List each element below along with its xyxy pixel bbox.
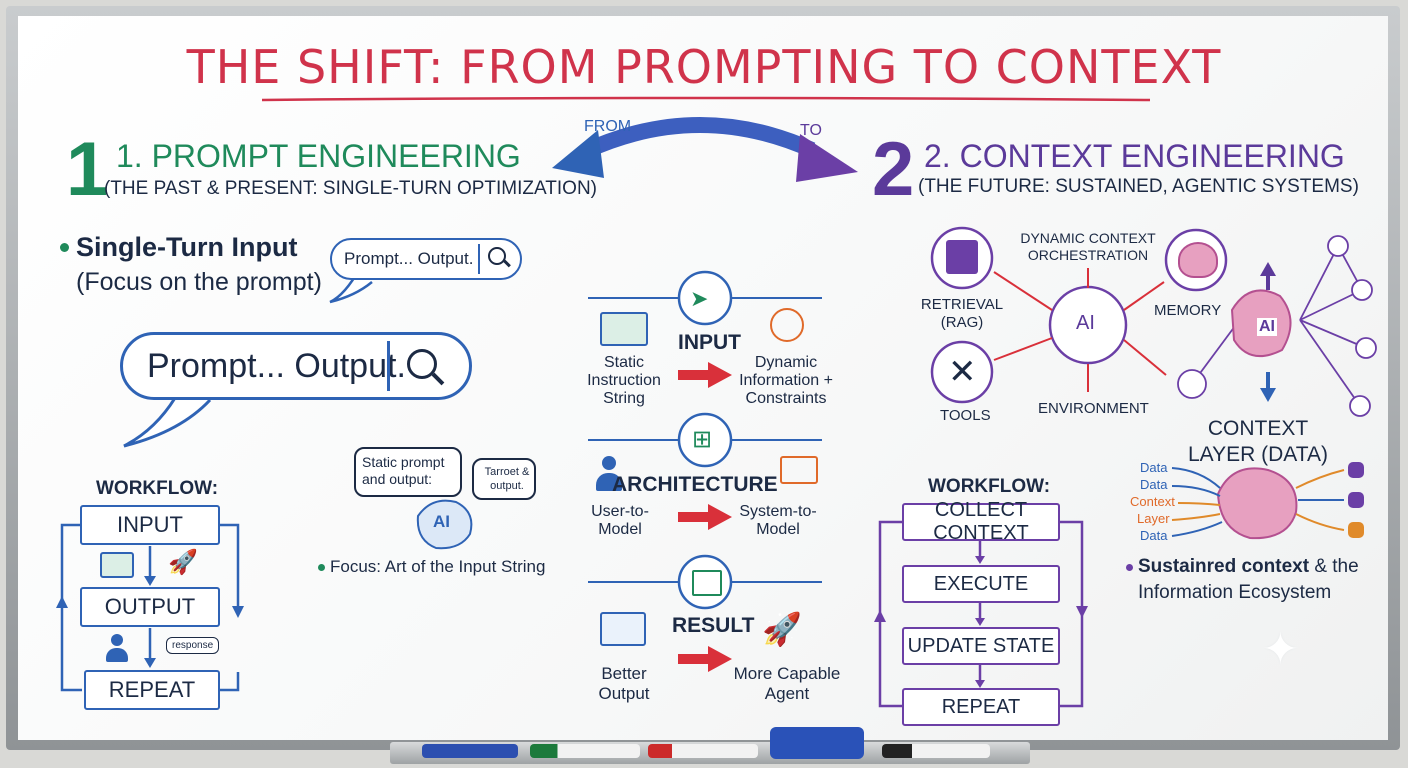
workflow-input: INPUT: [80, 505, 220, 545]
middle-result-label: RESULT: [672, 614, 755, 637]
tarot-text: Tarroet & output.: [484, 466, 530, 492]
workflow-output: OUTPUT: [80, 587, 220, 627]
rocket-icon-mid: 🚀: [762, 611, 802, 647]
summary-rest: & the: [1309, 556, 1359, 577]
workflow-execute: EXECUTE: [902, 565, 1060, 603]
summary-bold: Sustainred context: [1138, 556, 1310, 577]
terminal-icon: [780, 456, 818, 484]
response-tag: response: [166, 637, 220, 654]
eraser[interactable]: [770, 727, 864, 759]
books-icon: [946, 240, 978, 274]
right-section-number: 2: [872, 127, 915, 212]
tools-icon: ✕: [948, 353, 977, 391]
arrow-icon: ➤: [690, 286, 709, 311]
middle-architecture-to: System-to-Model: [739, 503, 817, 538]
globe-icon: [770, 308, 804, 342]
middle-input-from: Static Instruction String: [587, 354, 661, 407]
left-workflow-label: WORKFLOW:: [96, 478, 219, 499]
small-bubble-text: Prompt... Output.: [344, 249, 474, 268]
focus-dot: [318, 564, 325, 571]
left-section-number: 1: [66, 127, 109, 212]
green-marker[interactable]: [530, 744, 640, 758]
red-marker[interactable]: [648, 744, 758, 758]
rocket-icon: 🚀: [168, 549, 198, 576]
page-title: THE SHIFT: FROM PROMPTING TO CONTEXT: [186, 40, 1222, 94]
big-prompt-bubble: Prompt... Output.: [120, 332, 472, 400]
middle-result-to: More Capable Agent: [733, 664, 841, 703]
right-subheading: (THE FUTURE: SUSTAINED, AGENTIC SYSTEMS): [918, 176, 1359, 197]
summary-dot: [1126, 564, 1133, 571]
chart-icon: [600, 612, 646, 646]
environment-label: ENVIRONMENT: [1038, 400, 1149, 417]
ai-brain: [416, 499, 473, 550]
hub-ai-label: AI: [1076, 312, 1095, 334]
hierarchy-icon: ⊞: [692, 426, 713, 453]
context-brain: [1216, 467, 1298, 540]
middle-input-label: INPUT: [678, 331, 741, 354]
data-input-3: Context: [1130, 494, 1175, 509]
database-icons: [1348, 462, 1364, 538]
left-loop-down: [220, 523, 240, 612]
static-prompt-bubble: Static prompt and output:: [354, 447, 462, 497]
from-label: FROM: [584, 118, 632, 135]
data-input-1: Data: [1140, 460, 1168, 475]
tarot-bubble: Tarroet & output.: [472, 458, 536, 500]
right-workflow-label: WORKFLOW:: [928, 476, 1051, 497]
from-to-arrow: [584, 117, 816, 158]
data-input-4: Layer: [1137, 511, 1170, 526]
bullet-dot: [60, 243, 69, 252]
workflow-repeat-right: REPEAT: [902, 688, 1060, 726]
orchestration-label: DYNAMIC CONTEXT ORCHESTRATION: [1020, 230, 1156, 263]
middle-architecture-from: User-to-Model: [591, 503, 649, 538]
memory-label: MEMORY: [1154, 302, 1222, 319]
document-icon: [600, 312, 648, 346]
bullet-subtitle: (Focus on the prompt): [76, 268, 322, 296]
middle-result-from: Better Output: [598, 664, 650, 703]
from-arrowhead: [552, 130, 604, 178]
static-prompt-text: Static prompt and output:: [362, 454, 445, 487]
chat-icon: [100, 552, 134, 578]
agent-ai-label: AI: [1257, 318, 1277, 336]
left-heading: 1. PROMPT ENGINEERING: [116, 138, 521, 174]
ai-brain-label: AI: [433, 512, 450, 531]
black-marker[interactable]: [882, 744, 990, 758]
big-bubble-tail: [123, 397, 212, 448]
summary-line-1: Sustainred context & the: [1138, 556, 1359, 578]
bullet-title: Single-Turn Input: [76, 232, 298, 262]
middle-architecture-label: ARCHITECTURE: [612, 473, 778, 496]
user-icon: [106, 634, 128, 662]
report-icon: [692, 570, 722, 596]
workflow-update-state: UPDATE STATE: [902, 627, 1060, 665]
left-subheading: (THE PAST & PRESENT: SINGLE-TURN OPTIMIZ…: [104, 178, 597, 199]
context-layer-label: CONTEXT LAYER (DATA): [1187, 417, 1329, 466]
workflow-collect-context: COLLECT CONTEXT: [902, 499, 1060, 544]
search-icon: [488, 247, 506, 265]
title-underline: [261, 96, 1151, 102]
small-prompt-bubble: Prompt... Output.: [330, 238, 522, 280]
search-icon-large: [407, 349, 437, 379]
retrieval-label: RETRIEVAL (RAG): [920, 296, 1004, 331]
to-label: TO: [800, 122, 822, 139]
tools-label: TOOLS: [940, 407, 991, 424]
big-bubble-text: Prompt... Output.: [147, 347, 406, 385]
memory-brain-icon: [1178, 242, 1218, 278]
data-input-2: Data: [1140, 477, 1168, 492]
sparkle-icon: ✦: [1262, 625, 1299, 674]
middle-input-to: Dynamic Information + Constraints: [739, 354, 833, 407]
focus-text: Focus: Art of the Input String: [330, 557, 546, 576]
right-heading: 2. CONTEXT ENGINEERING: [924, 138, 1345, 174]
data-input-5: Data: [1140, 528, 1168, 543]
to-arrowhead: [796, 134, 858, 182]
blue-marker[interactable]: [422, 744, 518, 758]
workflow-repeat: REPEAT: [84, 670, 220, 710]
summary-line-2: Information Ecosystem: [1138, 582, 1332, 603]
user-icon-mid: [596, 456, 622, 492]
